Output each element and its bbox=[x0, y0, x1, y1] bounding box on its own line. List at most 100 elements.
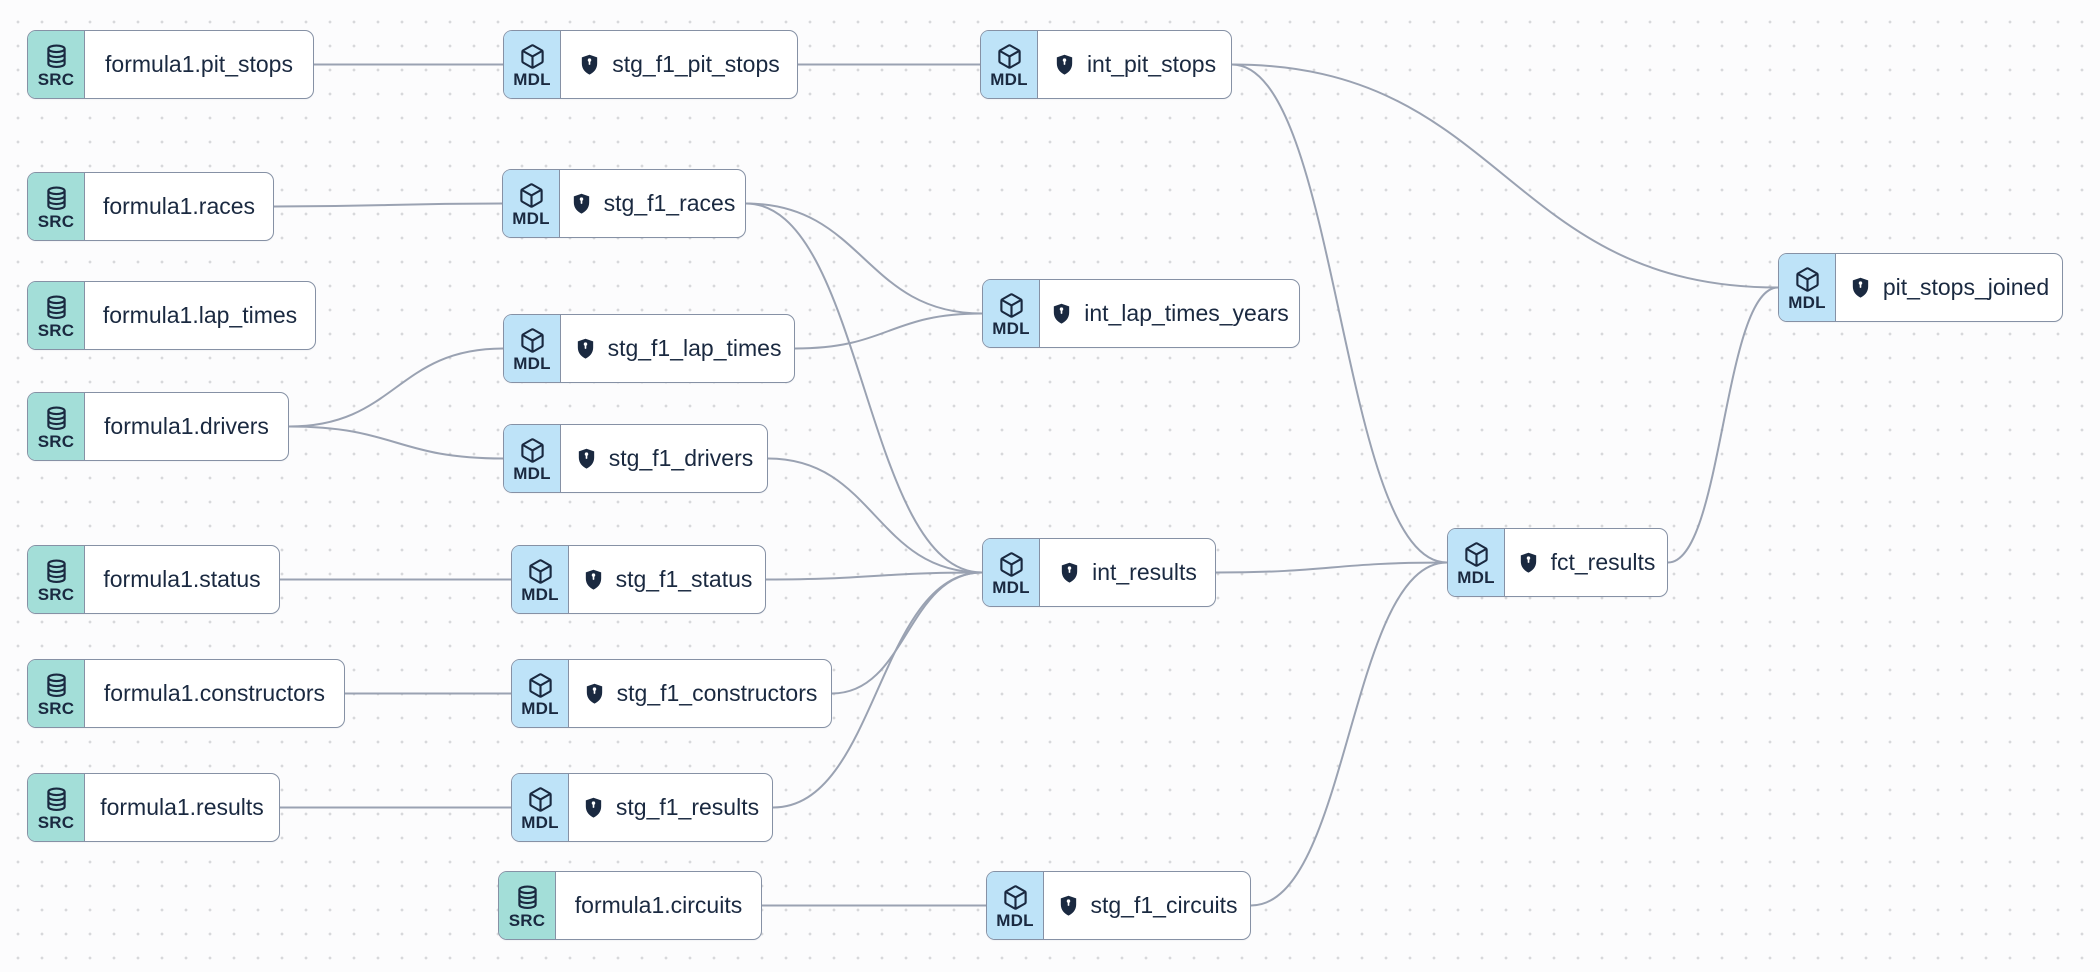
package-icon bbox=[519, 327, 546, 354]
package-icon bbox=[1463, 541, 1490, 568]
edge-src_races-to-stg_races bbox=[273, 202, 503, 208]
graph-node-src_lap_times[interactable]: SRC formula1.lap_times bbox=[27, 281, 316, 350]
node-type-badge: SRC bbox=[28, 774, 85, 841]
node-type-label: SRC bbox=[37, 321, 75, 341]
node-body: formula1.constructors bbox=[85, 660, 344, 727]
graph-node-stg_results[interactable]: MDL stg_f1_results bbox=[511, 773, 773, 842]
graph-node-fct_results[interactable]: MDL fct_results bbox=[1447, 528, 1668, 597]
node-type-badge: MDL bbox=[503, 170, 560, 237]
node-type-badge: MDL bbox=[504, 425, 561, 492]
node-label: formula1.constructors bbox=[103, 680, 326, 706]
graph-node-src_circuits[interactable]: SRC formula1.circuits bbox=[498, 871, 762, 940]
node-type-label: MDL bbox=[990, 70, 1028, 90]
node-body: formula1.races bbox=[85, 173, 273, 240]
graph-node-src_pit_stops[interactable]: SRC formula1.pit_stops bbox=[27, 30, 314, 99]
graph-node-int_lap_times_years[interactable]: MDL int_lap_times_years bbox=[982, 279, 1300, 348]
shield-lock-icon bbox=[574, 337, 597, 360]
node-type-label: MDL bbox=[513, 354, 551, 374]
edge-stg_races-to-int_results bbox=[745, 202, 983, 574]
node-label: int_pit_stops bbox=[1086, 51, 1217, 77]
node-body: int_lap_times_years bbox=[1040, 280, 1299, 347]
node-type-badge: MDL bbox=[504, 315, 561, 382]
node-label: int_lap_times_years bbox=[1084, 300, 1289, 326]
shield-lock-icon bbox=[582, 796, 605, 819]
node-type-label: MDL bbox=[521, 813, 559, 833]
node-body: formula1.drivers bbox=[85, 393, 288, 460]
node-type-label: SRC bbox=[37, 212, 75, 232]
node-type-label: SRC bbox=[508, 911, 546, 931]
node-type-label: MDL bbox=[992, 319, 1030, 339]
node-type-label: SRC bbox=[37, 813, 75, 833]
node-body: int_pit_stops bbox=[1038, 31, 1231, 98]
graph-node-int_pit_stops[interactable]: MDL int_pit_stops bbox=[980, 30, 1232, 99]
package-icon bbox=[1002, 884, 1029, 911]
package-icon bbox=[998, 292, 1025, 319]
graph-node-stg_drivers[interactable]: MDL stg_f1_drivers bbox=[503, 424, 768, 493]
shield-lock-icon bbox=[578, 53, 601, 76]
node-body: int_results bbox=[1040, 539, 1215, 606]
edge-src_drivers-to-stg_drivers bbox=[288, 425, 504, 460]
graph-node-stg_status[interactable]: MDL stg_f1_status bbox=[511, 545, 766, 614]
shield-lock-icon bbox=[582, 568, 605, 591]
edge-stg_lap_times-to-int_lap_times_years bbox=[794, 312, 983, 350]
graph-node-src_results[interactable]: SRC formula1.results bbox=[27, 773, 280, 842]
node-type-badge: MDL bbox=[512, 660, 569, 727]
graph-node-src_drivers[interactable]: SRC formula1.drivers bbox=[27, 392, 289, 461]
graph-node-stg_lap_times[interactable]: MDL stg_f1_lap_times bbox=[503, 314, 795, 383]
edge-fct_results-to-pit_stops_joined bbox=[1667, 286, 1779, 564]
package-icon bbox=[1794, 266, 1821, 293]
edge-int_results-to-fct_results bbox=[1215, 561, 1448, 574]
package-icon bbox=[518, 182, 545, 209]
shield-lock-icon bbox=[575, 447, 598, 470]
node-label: formula1.circuits bbox=[574, 892, 743, 918]
edge-stg_status-to-int_results bbox=[765, 571, 983, 581]
node-type-badge: MDL bbox=[987, 872, 1044, 939]
node-body: stg_f1_lap_times bbox=[561, 315, 794, 382]
node-type-label: MDL bbox=[521, 699, 559, 719]
node-type-badge: MDL bbox=[512, 546, 569, 613]
graph-node-int_results[interactable]: MDL int_results bbox=[982, 538, 1216, 607]
node-label: formula1.lap_times bbox=[102, 302, 298, 328]
edge-stg_constructors-to-int_results bbox=[831, 571, 983, 695]
node-body: formula1.status bbox=[85, 546, 279, 613]
graph-node-pit_stops_joined[interactable]: MDL pit_stops_joined bbox=[1778, 253, 2063, 322]
node-body: stg_f1_results bbox=[569, 774, 772, 841]
database-icon bbox=[43, 786, 70, 813]
node-label: formula1.status bbox=[103, 566, 261, 592]
node-type-badge: SRC bbox=[28, 660, 85, 727]
node-type-badge: SRC bbox=[499, 872, 556, 939]
package-icon bbox=[527, 558, 554, 585]
node-label: stg_f1_constructors bbox=[616, 680, 818, 706]
node-type-badge: MDL bbox=[1779, 254, 1836, 321]
shield-lock-icon bbox=[1517, 551, 1540, 574]
edge-stg_races-to-int_lap_times_years bbox=[745, 202, 983, 315]
node-label: stg_f1_circuits bbox=[1090, 892, 1238, 918]
graph-node-src_races[interactable]: SRC formula1.races bbox=[27, 172, 274, 241]
graph-node-stg_races[interactable]: MDL stg_f1_races bbox=[502, 169, 746, 238]
package-icon bbox=[998, 551, 1025, 578]
node-label: int_results bbox=[1092, 559, 1197, 585]
node-type-label: SRC bbox=[37, 699, 75, 719]
node-type-badge: SRC bbox=[28, 173, 85, 240]
database-icon bbox=[514, 884, 541, 911]
database-icon bbox=[43, 558, 70, 585]
graph-node-stg_circuits[interactable]: MDL stg_f1_circuits bbox=[986, 871, 1251, 940]
edge-src_drivers-to-stg_lap_times bbox=[288, 347, 504, 428]
node-type-badge: SRC bbox=[28, 546, 85, 613]
node-type-label: MDL bbox=[512, 209, 550, 229]
graph-node-stg_constructors[interactable]: MDL stg_f1_constructors bbox=[511, 659, 832, 728]
package-icon bbox=[996, 43, 1023, 70]
shield-lock-icon bbox=[1849, 276, 1872, 299]
graph-node-stg_pit_stops[interactable]: MDL stg_f1_pit_stops bbox=[503, 30, 798, 99]
graph-node-src_status[interactable]: SRC formula1.status bbox=[27, 545, 280, 614]
node-label: stg_f1_pit_stops bbox=[612, 51, 780, 77]
shield-lock-icon bbox=[570, 192, 593, 215]
edge-stg_circuits-to-fct_results bbox=[1250, 561, 1448, 907]
graph-node-src_constructors[interactable]: SRC formula1.constructors bbox=[27, 659, 345, 728]
node-body: stg_f1_drivers bbox=[561, 425, 767, 492]
shield-lock-icon bbox=[1053, 53, 1076, 76]
node-type-label: MDL bbox=[1788, 293, 1826, 313]
shield-lock-icon bbox=[1050, 302, 1073, 325]
